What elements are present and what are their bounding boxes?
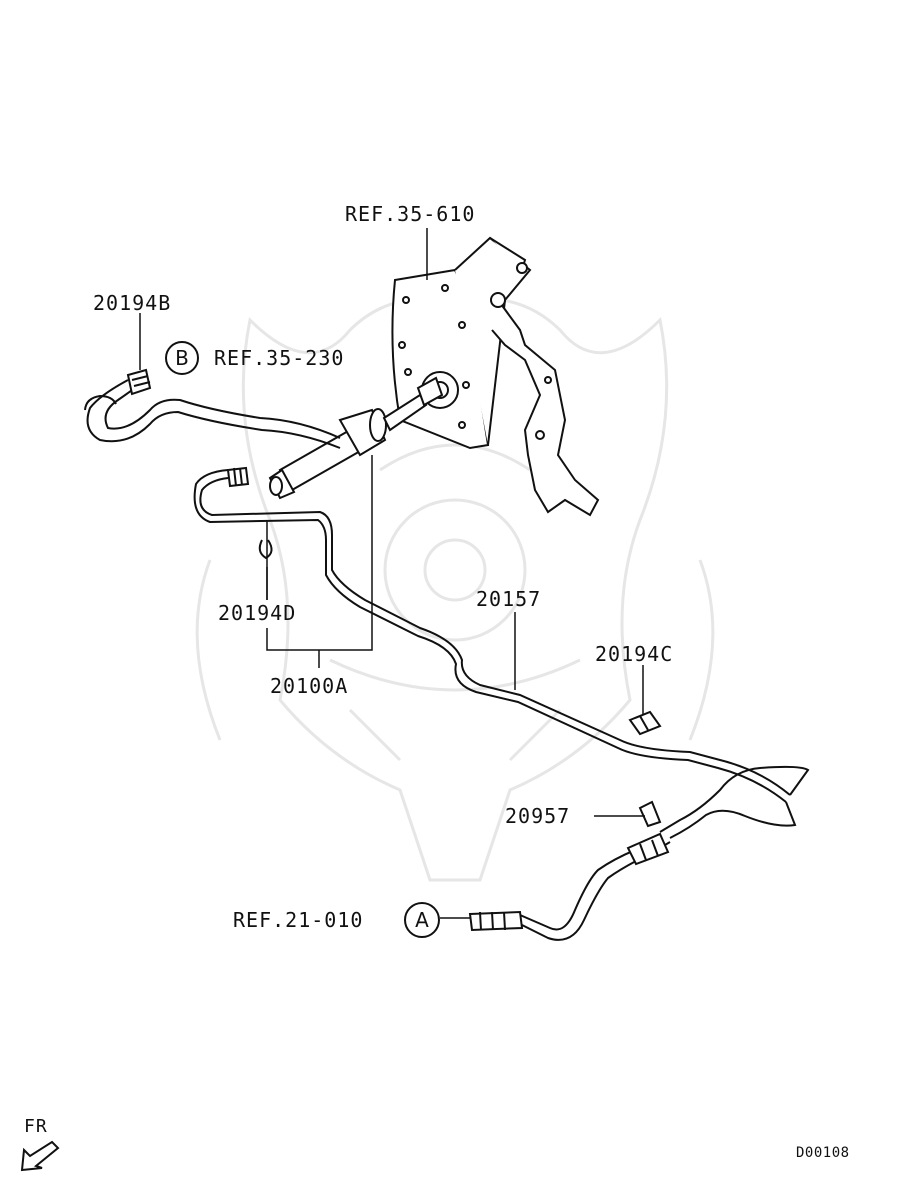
hose-clamp-20194B — [126, 368, 152, 396]
callout-20194B: 20194B — [93, 291, 172, 315]
hose-fittings — [468, 832, 670, 932]
clip-20957 — [638, 800, 662, 828]
callout-ref-35-230: REF.35-230 — [214, 346, 345, 370]
reservoir-hose — [84, 379, 341, 449]
arrow-down-left-icon — [20, 1140, 60, 1172]
callout-20157: 20157 — [476, 587, 542, 611]
marker-a: A — [404, 902, 440, 938]
callout-20957: 20957 — [505, 804, 571, 828]
diagram-code: D00108 — [796, 1145, 850, 1161]
flexible-hose — [519, 835, 671, 941]
orientation-label: FR — [24, 1116, 48, 1137]
callout-20194C: 20194C — [595, 642, 674, 666]
pedal-bracket — [391, 236, 600, 517]
clip-20194D — [258, 539, 273, 560]
pipe-fitting-left — [226, 466, 250, 488]
callout-ref-21-010: REF.21-010 — [233, 908, 364, 932]
leader-lines — [139, 228, 645, 919]
callout-20194D: 20194D — [218, 601, 297, 625]
marker-b: B — [165, 341, 199, 375]
clutch-master-cylinder — [268, 376, 444, 500]
callout-ref-35-610: REF.35-610 — [345, 202, 476, 226]
clip-20194C — [628, 710, 662, 736]
callout-20100A: 20100A — [270, 674, 349, 698]
clutch-pipe — [193, 469, 810, 839]
